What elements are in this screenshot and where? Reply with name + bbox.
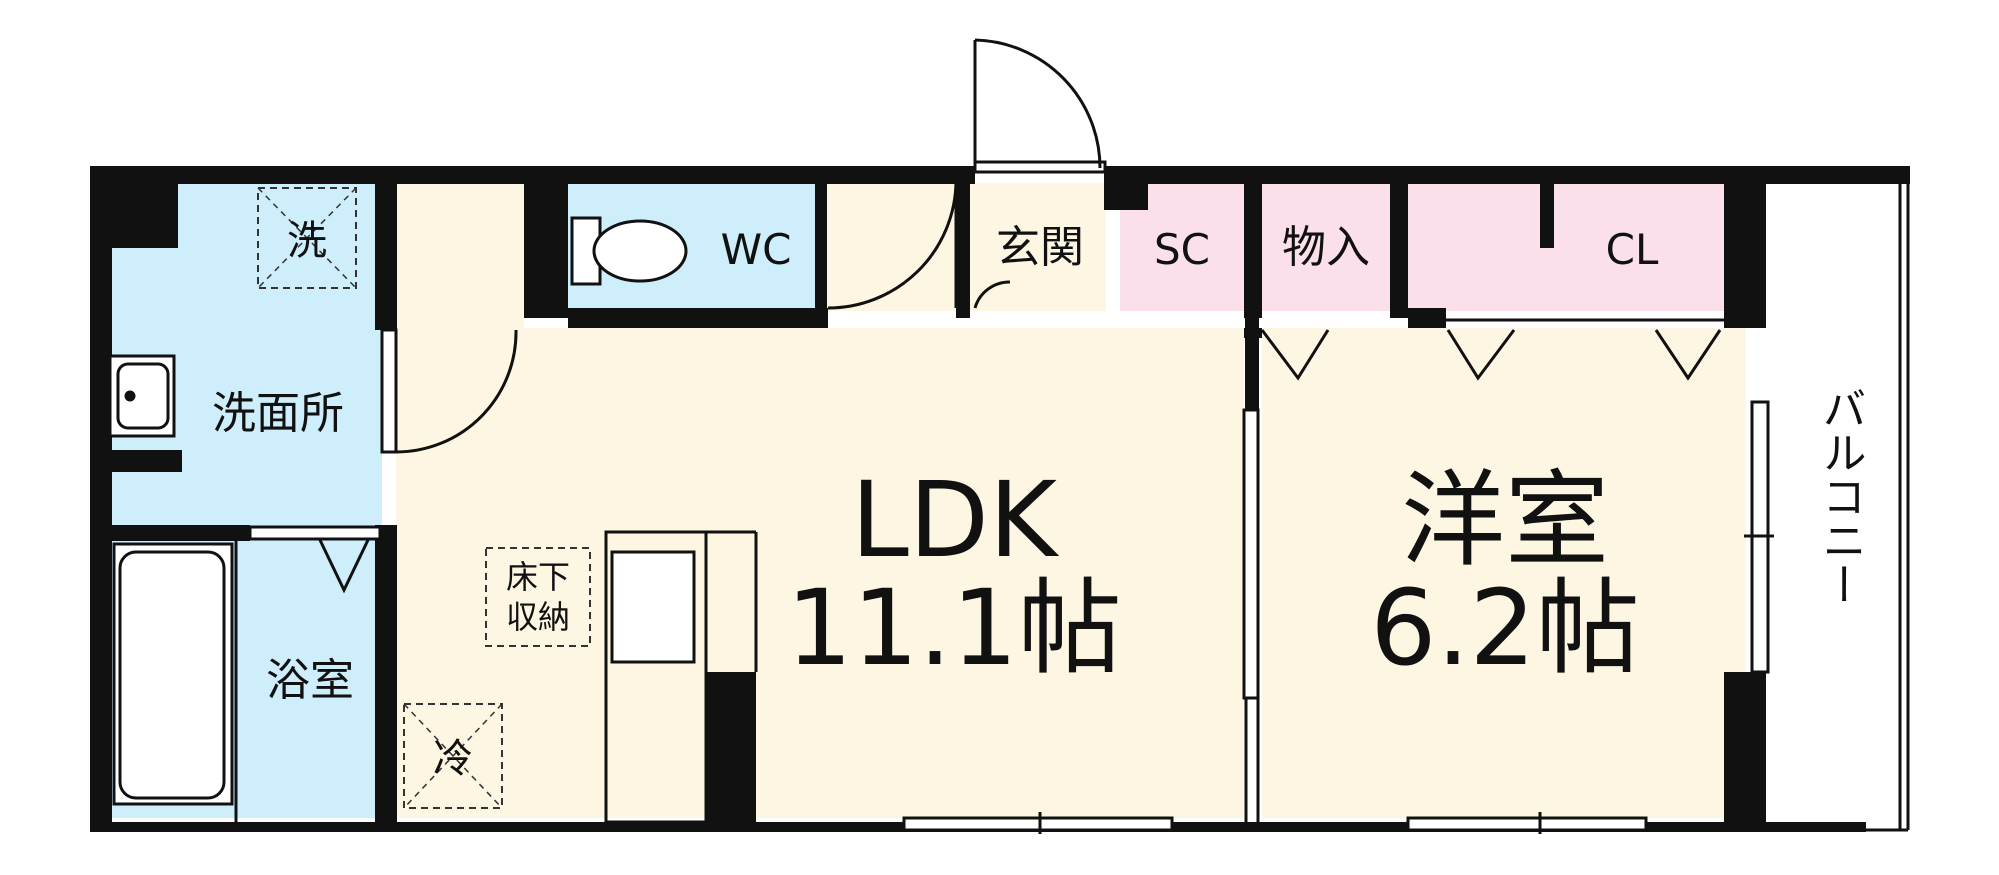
room-label-wc: WC (721, 225, 792, 274)
underfloor-label-1: 床下 (506, 558, 570, 596)
hall-area (396, 178, 524, 328)
washroom-door[interactable] (380, 328, 518, 454)
underfloor-label-2: 収納 (506, 598, 570, 636)
room-label-closet: CL (1606, 225, 1659, 274)
bath-door[interactable] (248, 525, 382, 594)
washer-label: 洗 (287, 218, 327, 264)
balcony-rail (1866, 184, 1910, 832)
ldk-area (396, 328, 1244, 818)
fridge-label: 冷 (433, 736, 473, 782)
kitchen-counter (610, 550, 696, 664)
room-label-balcony: バルコニー (1815, 386, 1866, 606)
western-area (1262, 328, 1746, 818)
hall-door[interactable] (827, 181, 1011, 310)
room-size-western: 6.2帖 (1370, 567, 1639, 689)
windows (902, 400, 1774, 834)
front-door[interactable] (973, 38, 1107, 174)
room-label-ldk: LDK (851, 459, 1060, 581)
entrance-area (974, 183, 1106, 311)
toilet (570, 216, 688, 286)
room-label-bath: 浴室 (266, 655, 354, 706)
washing-machine-space: 洗 (257, 187, 357, 289)
room-size-ldk: 11.1帖 (786, 567, 1122, 689)
room-label-washroom: 洗面所 (212, 388, 344, 439)
storage-area (1262, 183, 1390, 311)
fridge-space: 冷 (403, 703, 503, 809)
room-label-entrance: 玄関 (996, 222, 1084, 273)
vanity-sink (108, 354, 176, 438)
bathtub (112, 541, 238, 822)
room-label-western: 洋室 (1401, 459, 1609, 581)
closet-area (1408, 183, 1724, 311)
room-label-sc: SC (1154, 225, 1210, 274)
room-fills (110, 178, 1746, 818)
closet-doors[interactable] (1260, 329, 1722, 381)
room-labels: 洗面所 浴室 WC 玄関 SC 物入 CL LDK 11.1帖 洋室 6.2帖 … (212, 222, 1866, 706)
underfloor-storage: 床下 収納 (485, 547, 591, 647)
room-label-storage: 物入 (1282, 222, 1370, 273)
hall-area-2 (826, 183, 974, 311)
